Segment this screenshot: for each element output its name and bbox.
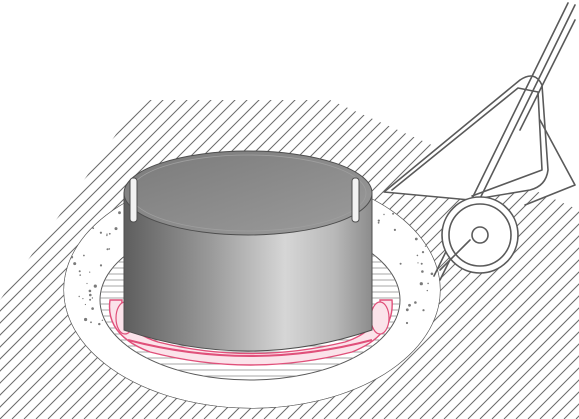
lifting-hook-icon — [129, 177, 360, 223]
wheelbarrow-icon — [383, 2, 576, 281]
base-footing-highlight — [108, 299, 393, 366]
concrete-ring-icon — [123, 150, 373, 352]
